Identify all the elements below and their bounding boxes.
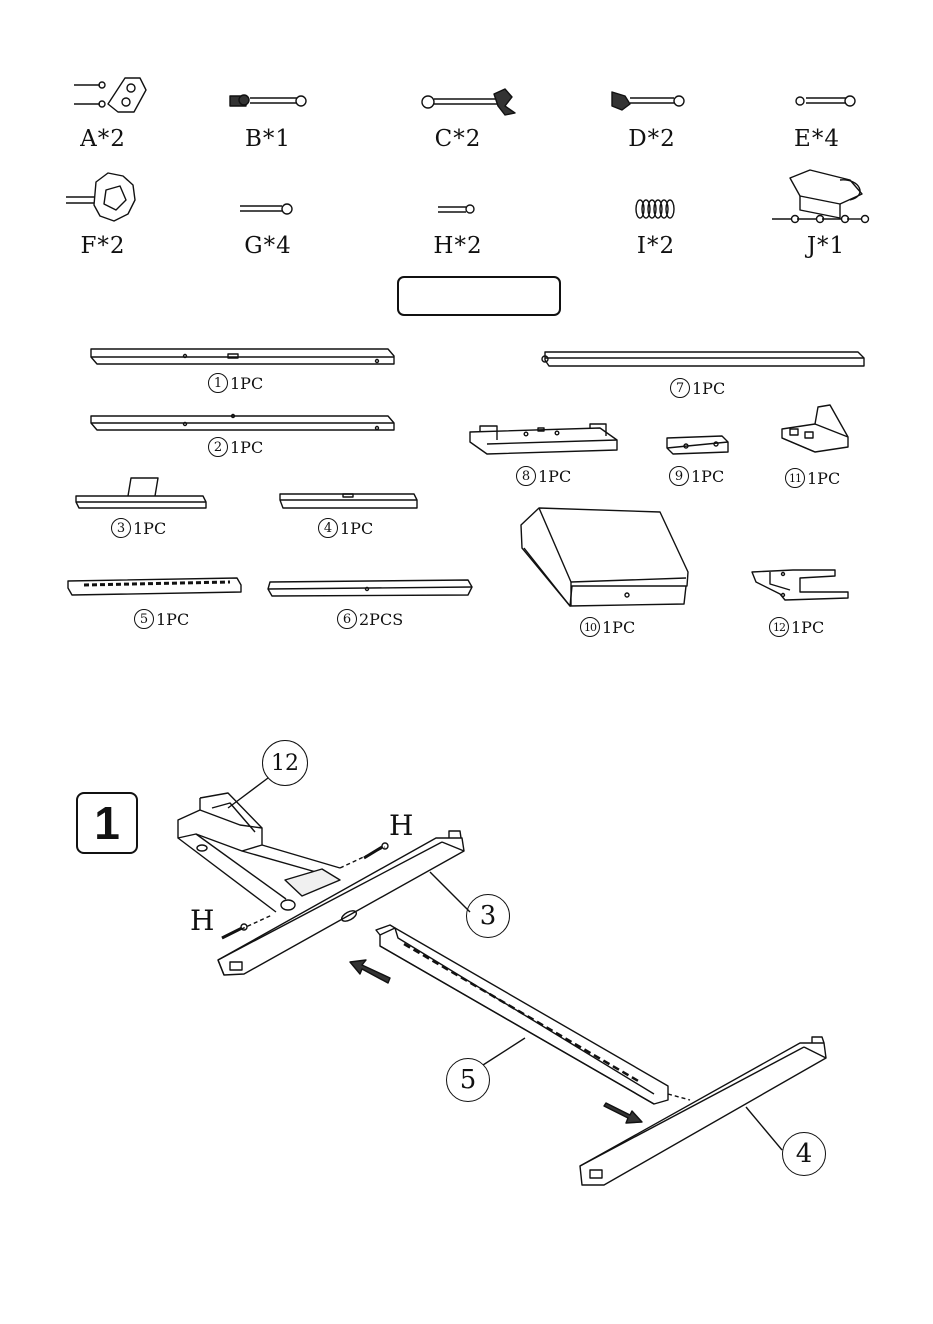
callout-leader-lines <box>228 778 782 1150</box>
callout-12: 12 <box>262 740 308 786</box>
hardware-g-icon <box>240 204 292 214</box>
hardware-label-i: I*2 <box>596 233 716 259</box>
hardware-label-f: F*2 <box>43 233 163 259</box>
part-7-drawing <box>542 352 864 366</box>
part-1-drawing <box>91 349 394 364</box>
part-4-drawing <box>280 494 417 508</box>
hardware-e-icon <box>796 96 855 106</box>
part-3-drawing <box>76 478 206 508</box>
hardware-label-d: D*2 <box>592 126 712 152</box>
hardware-label-c: C*2 <box>398 126 518 152</box>
part-6-drawing <box>268 580 472 596</box>
hardware-label-b: B*1 <box>208 126 328 152</box>
part-10-drawing <box>521 508 688 606</box>
part-8-drawing <box>470 424 617 454</box>
hardware-d-icon <box>612 92 684 110</box>
step-arrow-left-icon <box>350 960 390 983</box>
part-2-drawing <box>91 415 394 431</box>
hardware-c-icon <box>422 89 515 115</box>
section-title-box <box>397 276 561 316</box>
hardware-h-icon <box>438 205 474 213</box>
part-12-drawing <box>752 570 848 600</box>
hardware-a-icon <box>74 78 146 112</box>
callout-5: 5 <box>446 1058 490 1102</box>
callout-3: 3 <box>466 894 510 938</box>
step-number-box: 1 <box>76 792 138 854</box>
hardware-label-a: A*2 <box>43 126 163 152</box>
step-bracket-12-drawing <box>178 793 340 912</box>
hardware-f-icon <box>66 173 135 221</box>
callout-4: 4 <box>782 1132 826 1176</box>
hardware-label-h: H*2 <box>398 233 518 259</box>
part-11-drawing <box>782 405 848 452</box>
screw-label-h-left: H <box>190 904 214 937</box>
part-5-drawing <box>68 578 241 595</box>
step-arrow-right-icon <box>604 1103 642 1123</box>
hardware-label-g: G*4 <box>208 233 328 259</box>
part-9-drawing <box>667 436 728 454</box>
hardware-label-e: E*4 <box>757 126 877 152</box>
step-bar-5-drawing <box>376 925 668 1104</box>
screw-label-h-top: H <box>389 809 413 842</box>
hardware-b-icon <box>230 95 306 106</box>
hardware-j-icon <box>772 170 869 223</box>
hardware-i-icon <box>636 200 674 218</box>
hardware-label-j: J*1 <box>766 233 886 259</box>
